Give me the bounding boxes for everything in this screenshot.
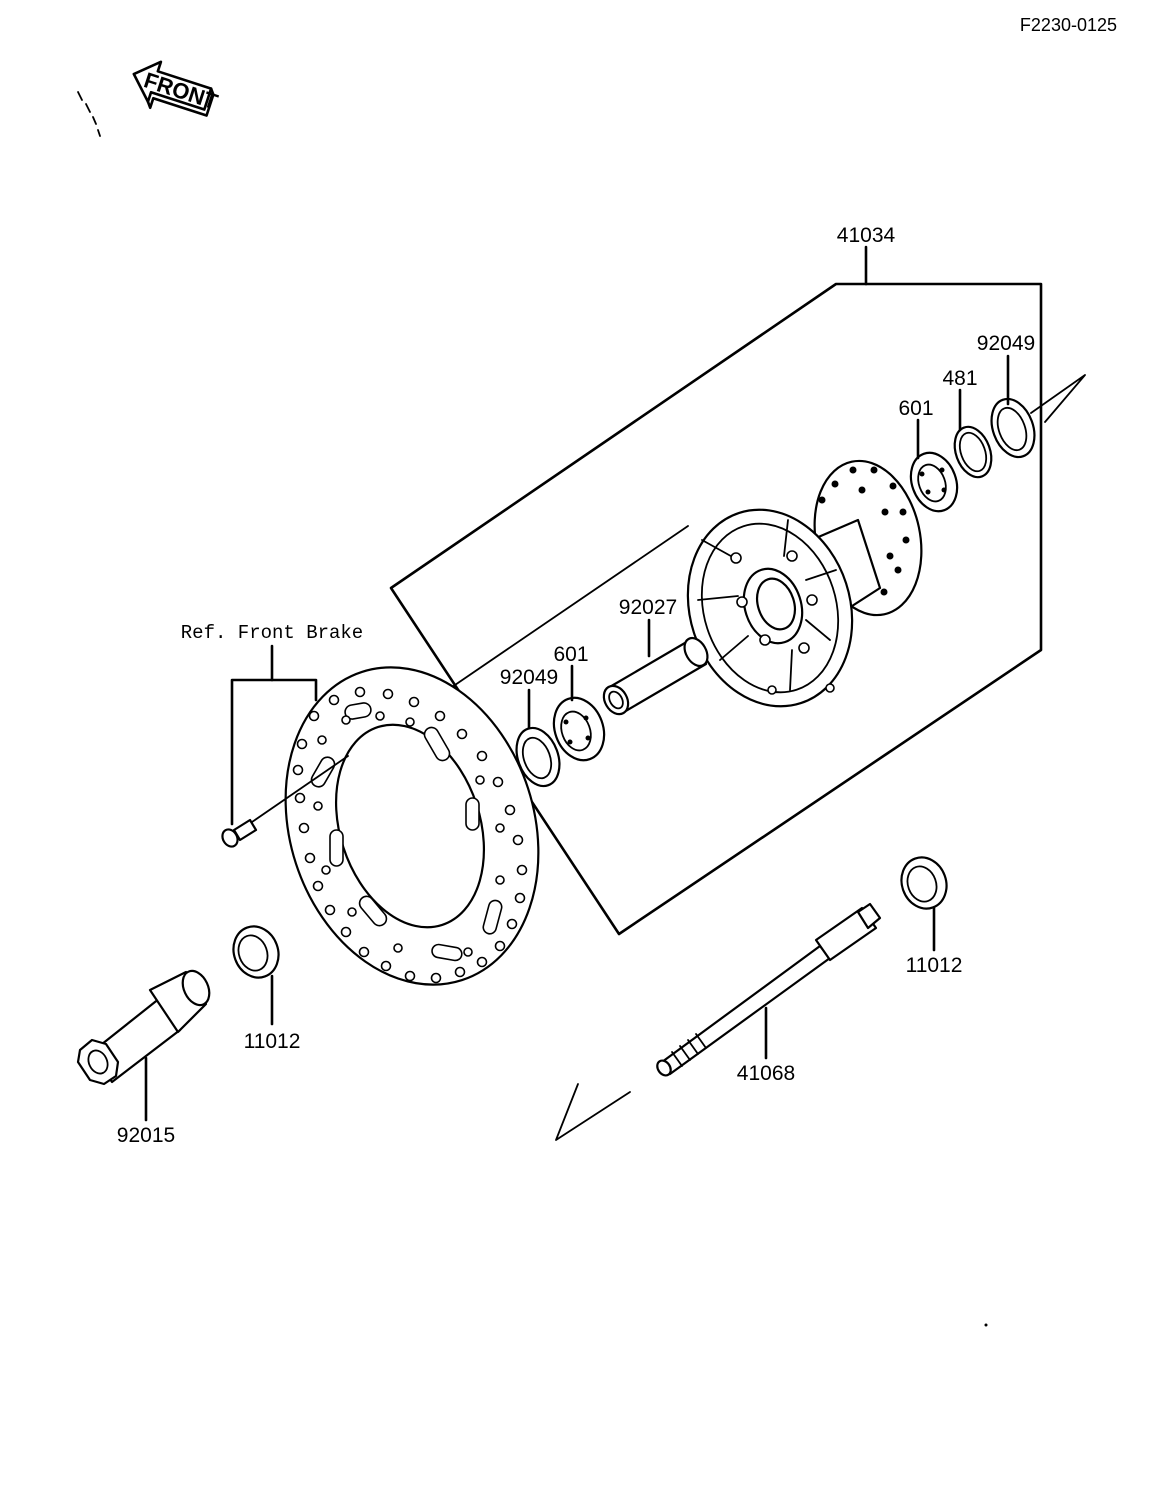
disc-bolt <box>221 755 349 848</box>
spacer <box>602 636 709 716</box>
bearing-right <box>909 451 959 513</box>
seal-right <box>990 397 1036 459</box>
ref-front-brake-bracket <box>230 644 318 826</box>
brake-disc <box>284 666 540 986</box>
axis-guide-lines <box>432 374 1086 1141</box>
label-41034: 41034 <box>837 224 896 247</box>
diagram-code: F2230-0125 <box>1020 15 1117 35</box>
front-arrow-icon: FRONT <box>77 60 221 137</box>
collar-left <box>232 925 280 1026</box>
label-41068: 41068 <box>737 1062 795 1085</box>
label-92015: 92015 <box>117 1124 175 1147</box>
collar-right <box>900 856 948 952</box>
circlip <box>953 425 993 479</box>
label-11012-left: 11012 <box>244 1030 301 1053</box>
label-601-right: 601 <box>898 397 933 420</box>
label-92049-right: 92049 <box>977 332 1035 355</box>
bearing-left <box>552 696 606 762</box>
hub-assembly-outline <box>389 245 1043 936</box>
wheel-hub <box>686 459 923 708</box>
label-92049-left: 92049 <box>500 666 558 689</box>
speck <box>984 1323 988 1327</box>
label-92027: 92027 <box>619 596 677 619</box>
axle <box>656 902 882 1077</box>
label-601-left: 601 <box>553 643 588 666</box>
label-11012-right: 11012 <box>906 954 963 977</box>
leader-lines <box>527 354 1010 730</box>
label-481: 481 <box>942 367 977 390</box>
ref-front-brake-note: Ref. Front Brake <box>181 622 363 644</box>
axle-nut <box>76 969 211 1122</box>
seal-left <box>515 726 561 788</box>
